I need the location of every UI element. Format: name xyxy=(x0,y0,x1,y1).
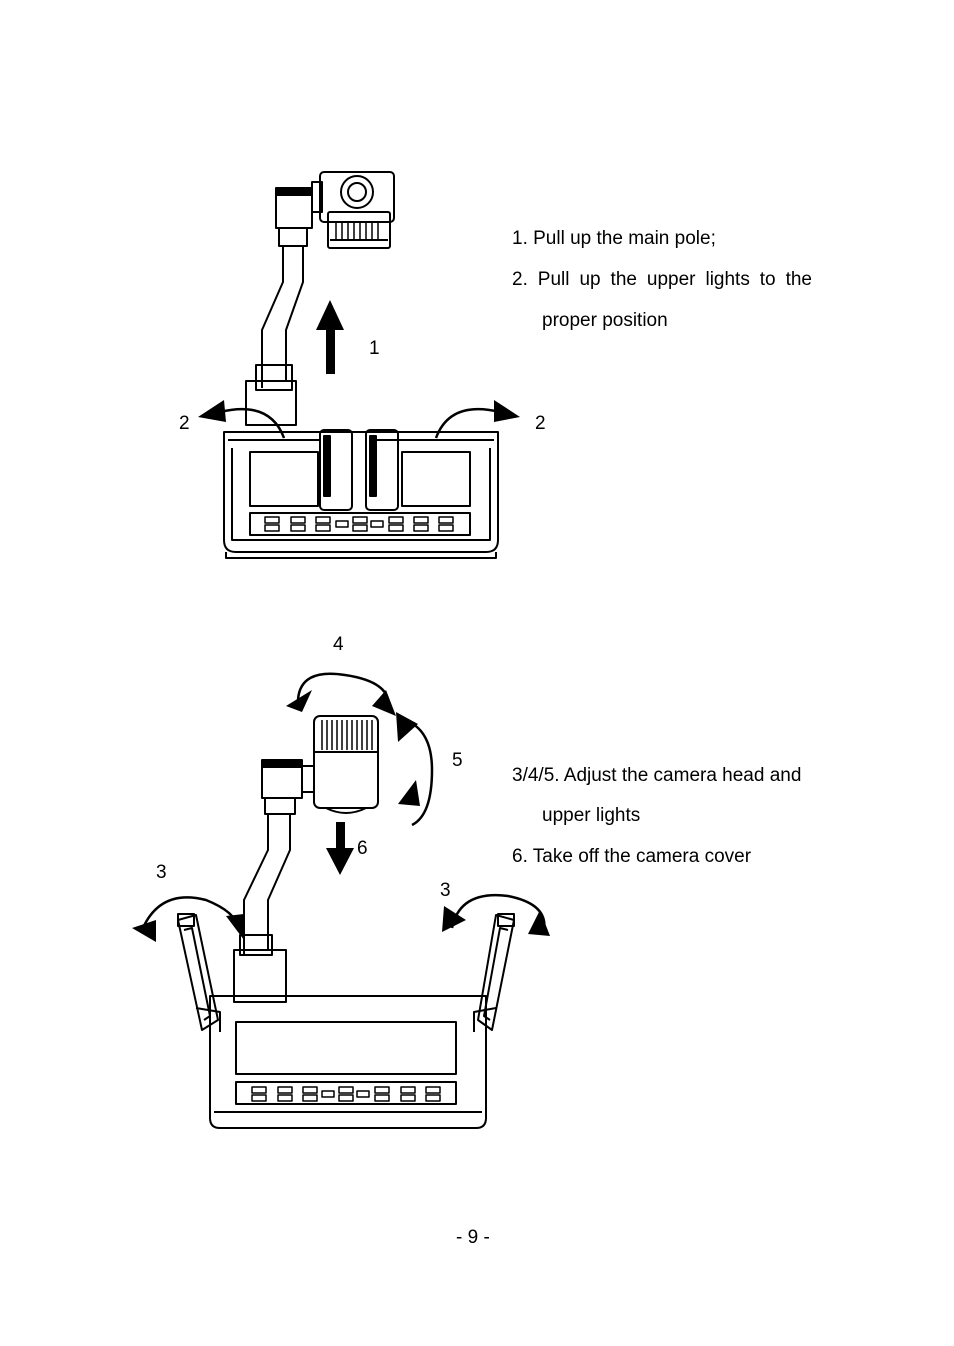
instruction-3-4-5: 3/4/5. Adjust the camera head and xyxy=(512,765,802,786)
arrow-6-shaft xyxy=(336,822,345,852)
arrow-up-shaft xyxy=(326,322,335,374)
arrow-3-left-head-b xyxy=(226,914,244,940)
arrow-5-head-top xyxy=(396,712,418,742)
arrow-3-right-head-b xyxy=(528,910,550,936)
figure-2-label-6: 6 xyxy=(357,838,368,859)
right-light-illustration xyxy=(473,913,515,1032)
arrow-up-head xyxy=(316,300,344,330)
figure-2-label-3-right: 3 xyxy=(440,880,451,901)
arrow-right-light-curve xyxy=(434,407,501,439)
base-unit-illustration xyxy=(223,429,499,559)
figure-2-label-5: 5 xyxy=(452,750,463,771)
left-light-illustration xyxy=(177,913,221,1032)
instruction-2-continued: proper position xyxy=(542,310,668,331)
arm-illustration xyxy=(245,187,313,426)
instruction-6: 6. Take off the camera cover xyxy=(512,846,752,867)
arrow-head-right xyxy=(494,400,520,422)
arrow-4-head-left xyxy=(286,690,312,712)
figure-1-label-2-right: 2 xyxy=(535,413,546,434)
page-number: - 9 - xyxy=(456,1227,490,1248)
arm-illustration xyxy=(233,759,315,1003)
instruction-1: 1. Pull up the main pole; xyxy=(512,228,716,249)
arrow-5-curve xyxy=(404,718,434,827)
arrow-6-head xyxy=(326,848,354,875)
arrow-5-head-bottom xyxy=(398,780,420,806)
instruction-3-4-5-continued: upper lights xyxy=(542,805,641,826)
camera-head-illustration xyxy=(311,171,395,249)
figure-1-pull-up-pole-and-lights xyxy=(198,171,520,559)
arrow-4-head-right xyxy=(372,690,396,716)
figure-2-label-4: 4 xyxy=(333,634,344,655)
arrow-left-light-curve xyxy=(219,407,286,439)
arrow-3-right-head-a xyxy=(442,906,466,932)
figure-1-label-1: 1 xyxy=(369,338,380,359)
figure-2-adjust-head-and-lights xyxy=(132,672,550,1129)
arrow-head-left xyxy=(198,400,226,422)
camera-head-illustration xyxy=(313,715,379,814)
figure-1-label-2-left: 2 xyxy=(179,413,190,434)
arrow-3-left-head-a xyxy=(132,920,156,942)
base-unit-illustration xyxy=(209,995,487,1129)
instruction-2: 2. Pull up the upper lights to the xyxy=(512,269,812,290)
figure-2-label-3-left: 3 xyxy=(156,862,167,883)
